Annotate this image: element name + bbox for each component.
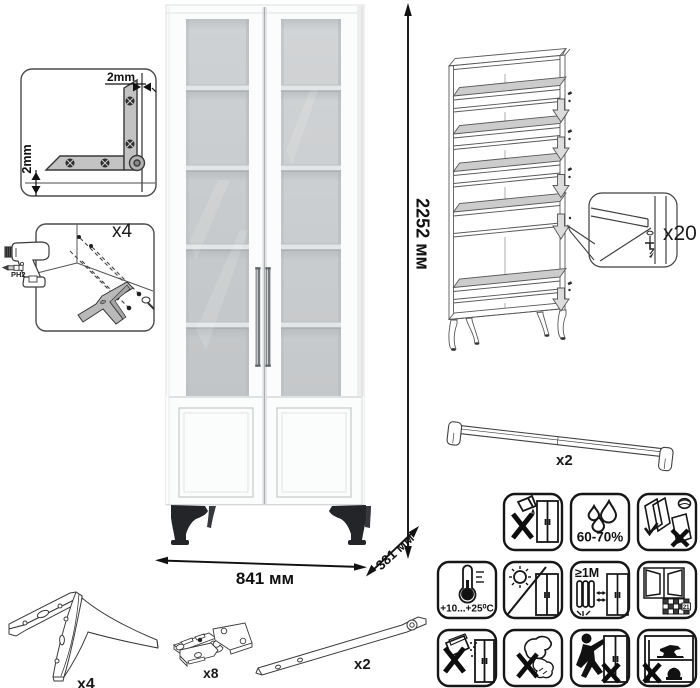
svg-text:PH2: PH2 <box>11 270 26 279</box>
svg-text:+10...+25⁰C: +10...+25⁰C <box>440 604 494 615</box>
svg-text:2mm: 2mm <box>107 70 135 84</box>
svg-text:60-70%: 60-70% <box>577 530 624 545</box>
svg-text:2252 мм: 2252 мм <box>413 198 433 270</box>
svg-text:x4: x4 <box>77 676 95 688</box>
svg-text:x8: x8 <box>203 665 219 681</box>
svg-text:x2: x2 <box>354 656 371 673</box>
svg-text:≥1М: ≥1М <box>575 566 599 580</box>
svg-text:841 мм: 841 мм <box>236 569 294 588</box>
svg-text:x4: x4 <box>112 221 133 242</box>
svg-text:x20: x20 <box>663 222 697 245</box>
svg-text:2mm: 2mm <box>20 144 34 173</box>
svg-text:x2: x2 <box>556 452 573 469</box>
svg-text:21: 21 <box>683 605 690 611</box>
